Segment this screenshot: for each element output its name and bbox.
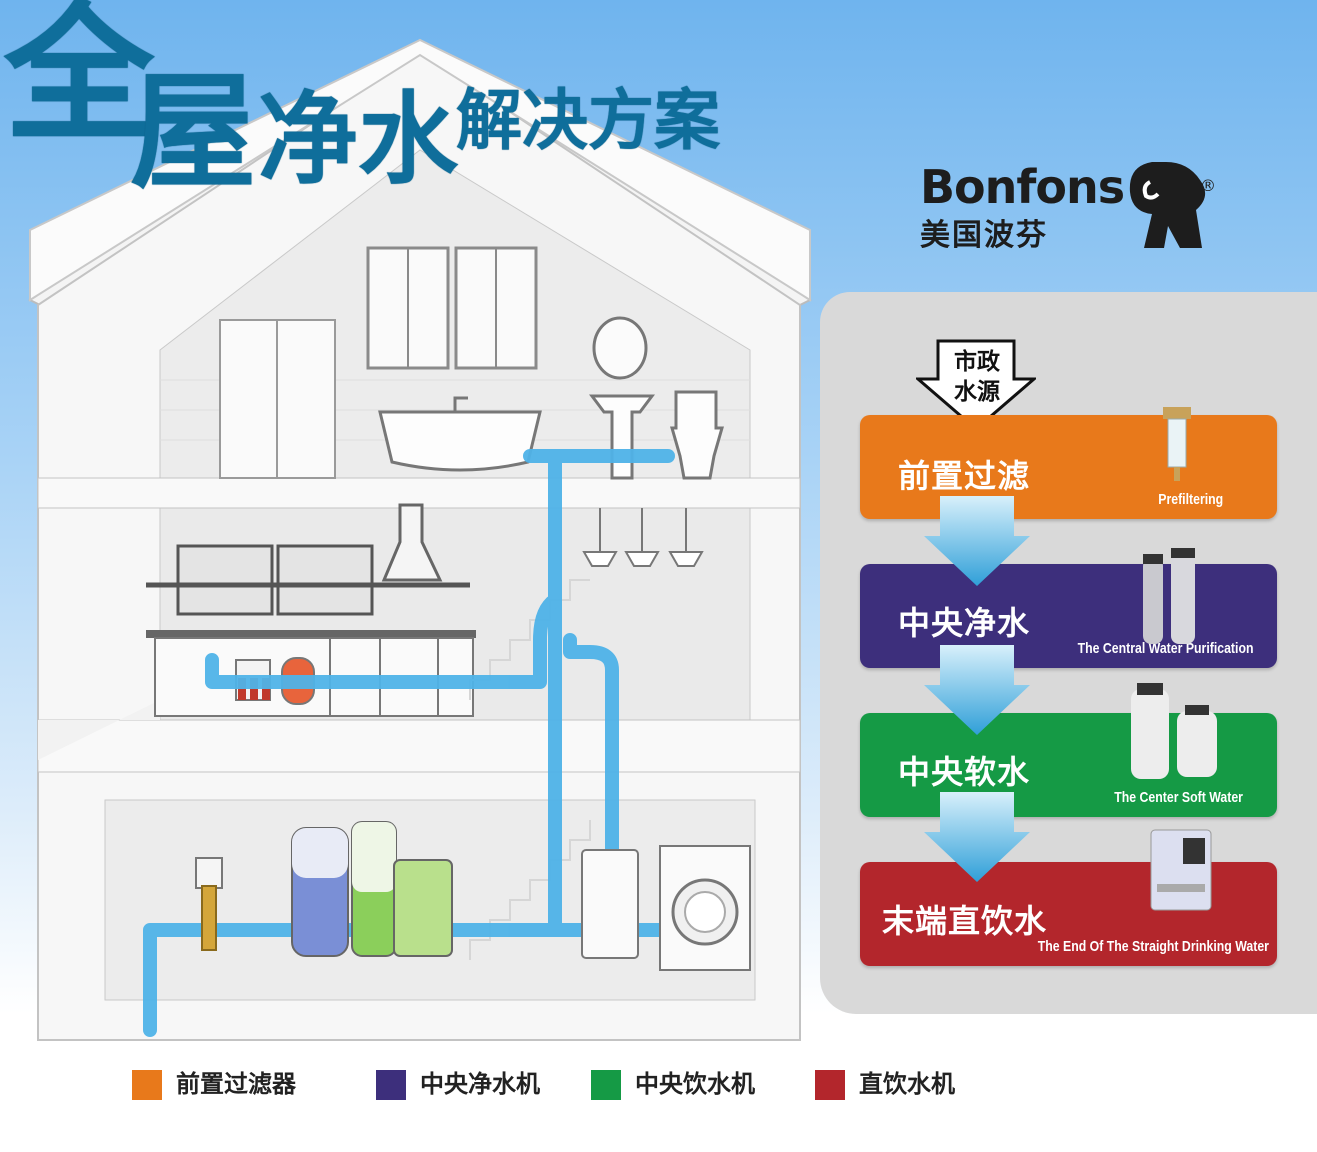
brand-name-cn: 美国波芬 (920, 218, 1048, 253)
prefilter-device (195, 857, 223, 889)
flow-arrow-3-icon (924, 792, 1030, 882)
flow-arrow-2-icon (924, 645, 1030, 735)
legend-swatch (376, 1070, 406, 1100)
title-char-3: 净水 (258, 81, 458, 198)
step-prefiltering: 前置过滤 Prefiltering (860, 407, 1277, 519)
legend-label: 前置过滤器 (176, 1070, 296, 1098)
step-straight-drinking: 末端直饮水 The End Of The Straight Drinking W… (860, 829, 1277, 966)
house-illustration (28, 38, 812, 1041)
range-hood (381, 503, 443, 582)
flow-arrow-1-icon (924, 496, 1030, 586)
water-source-label: 市政 水源 (954, 349, 1000, 405)
step-soft-water: 中央软水 The Center Soft Water (860, 683, 1277, 817)
elephant-logo-icon (1129, 162, 1206, 248)
step-name-cn: 中央净水 (898, 604, 1031, 642)
water-heater (581, 849, 639, 959)
title-subtitle: 解决方案 (456, 82, 720, 159)
floor-slab-2 (37, 719, 801, 773)
step-central-purification: 中央净水 The Central Water Purification (860, 548, 1277, 668)
step-name-en: The Center Soft Water (1114, 789, 1243, 806)
dispenser-product-icon (1150, 829, 1212, 911)
purifier-product-icon (1143, 548, 1195, 644)
step-name-en: The End Of The Straight Drinking Water (1037, 938, 1269, 955)
bathtub (378, 410, 542, 472)
water-source-arrow-icon (916, 339, 1036, 431)
title-char-1: 全 (4, 0, 155, 162)
brand-logo: Bonfons 美国波芬 (920, 160, 1125, 254)
mirror (592, 316, 648, 380)
title-char-2: 屋 (130, 59, 256, 206)
prefilter-product-icon (1163, 407, 1191, 481)
legend-swatch (132, 1070, 162, 1100)
ceiling-lights (582, 508, 704, 567)
step-name-cn: 中央软水 (898, 753, 1031, 791)
legend-swatch (815, 1070, 845, 1100)
kitchen-counter (146, 630, 476, 638)
kitchen-cabinet-upper (176, 544, 274, 616)
step-name-en: Prefiltering (1158, 491, 1223, 508)
brand-name-en: Bonfons (920, 160, 1125, 214)
sink (589, 394, 655, 480)
legend-label: 直饮水机 (859, 1070, 955, 1098)
registered-mark: ® (1200, 176, 1216, 195)
step-name-en: The Central Water Purification (1077, 640, 1253, 657)
toilet (670, 390, 724, 480)
softener-tank-2 (393, 859, 453, 957)
legend-label: 中央净水机 (420, 1070, 540, 1098)
step-name-cn: 前置过滤 (898, 457, 1031, 495)
legend-label: 中央饮水机 (635, 1070, 755, 1098)
step-name-cn: 末端直饮水 (882, 902, 1048, 940)
softener-product-icon (1131, 683, 1217, 779)
legend-swatch (591, 1070, 621, 1100)
